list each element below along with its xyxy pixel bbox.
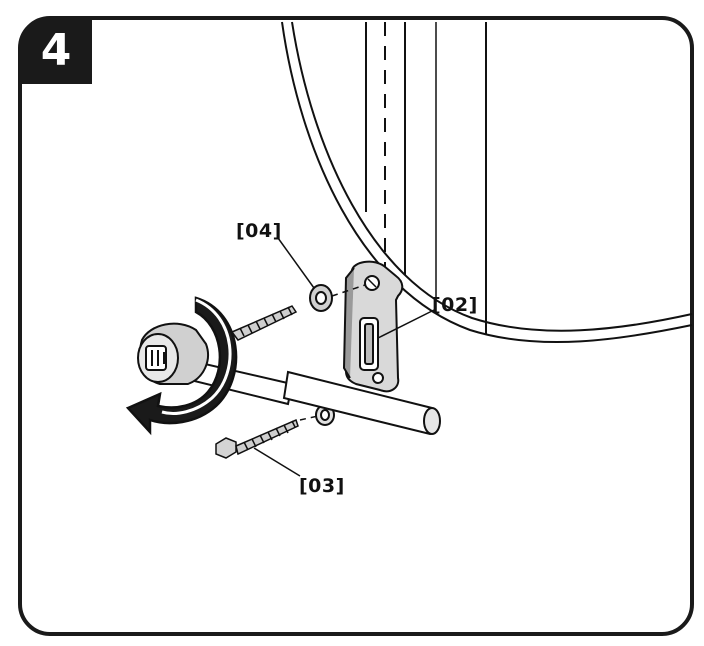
bracket-callout: [02] [432, 294, 478, 316]
lower-screw [215, 418, 299, 459]
alignment-lines [299, 284, 366, 421]
tank-outline [281, 21, 693, 344]
bracket-part [342, 260, 404, 393]
step-number-badge: 4 [20, 18, 92, 84]
socket-head-icon [137, 322, 209, 385]
washer-part [309, 284, 333, 312]
screw-callout: [03] [299, 475, 345, 497]
rotation-arrow-icon [125, 296, 238, 436]
washer-callout: [04] [236, 220, 282, 242]
door-channel [365, 22, 487, 334]
leader-lines [253, 237, 435, 477]
upper-screw [230, 305, 298, 341]
